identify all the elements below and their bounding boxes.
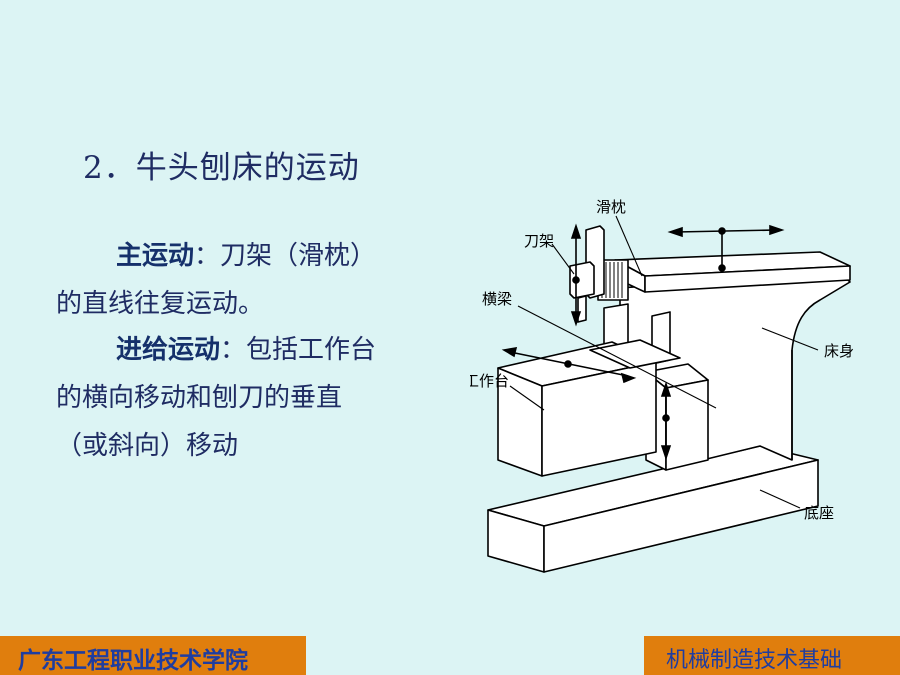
label-table: 工作台 <box>470 372 509 390</box>
footer-course-text: 机械制造技术基础 <box>666 648 843 673</box>
feed-motion-text-1: 包括工作台 <box>246 335 377 365</box>
label-bed: 床身 <box>824 342 854 360</box>
ram-side <box>644 265 851 293</box>
shaper-diagram: 滑枕 刀架 横梁 工作台 床身 底座 <box>470 198 854 573</box>
feed-motion-paragraph: 进给运动：包括工作台 的横向移动和刨刀的垂直 （或斜向）移动 <box>56 326 426 470</box>
tool-bit <box>577 295 587 323</box>
vise-body <box>589 339 681 369</box>
feed-motion-text-3: （或斜向）移动 <box>56 431 239 461</box>
main-motion-paragraph: 主运动：刀架（滑枕） 的直线往复运动。 <box>56 232 426 328</box>
section-heading: 2．牛头刨床的运动 <box>83 150 360 186</box>
main-motion-term: 主运动 <box>116 241 195 271</box>
label-crossbeam: 横梁 <box>482 290 512 308</box>
label-tool-head: 刀架 <box>524 232 554 250</box>
label-base: 底座 <box>804 504 834 522</box>
ram-arrow <box>675 229 777 233</box>
main-motion-text-2: 的直线往复运动。 <box>56 289 265 319</box>
feed-motion-term: 进给运动 <box>116 335 221 365</box>
footer-course: 机械制造技术基础 <box>644 636 900 675</box>
label-ram: 滑枕 <box>596 198 626 216</box>
base-side <box>543 459 819 573</box>
main-motion-text-1: 刀架（滑枕） <box>220 241 377 271</box>
main-motion-colon: ： <box>194 241 221 271</box>
table-side <box>541 361 657 477</box>
footer-institution: 广东工程职业技术学院 <box>0 636 306 675</box>
feed-motion-text-2: 的横向移动和刨刀的垂直 <box>56 383 343 413</box>
feed-motion-colon: ： <box>220 335 247 365</box>
footer-institution-text: 广东工程职业技术学院 <box>18 647 248 674</box>
